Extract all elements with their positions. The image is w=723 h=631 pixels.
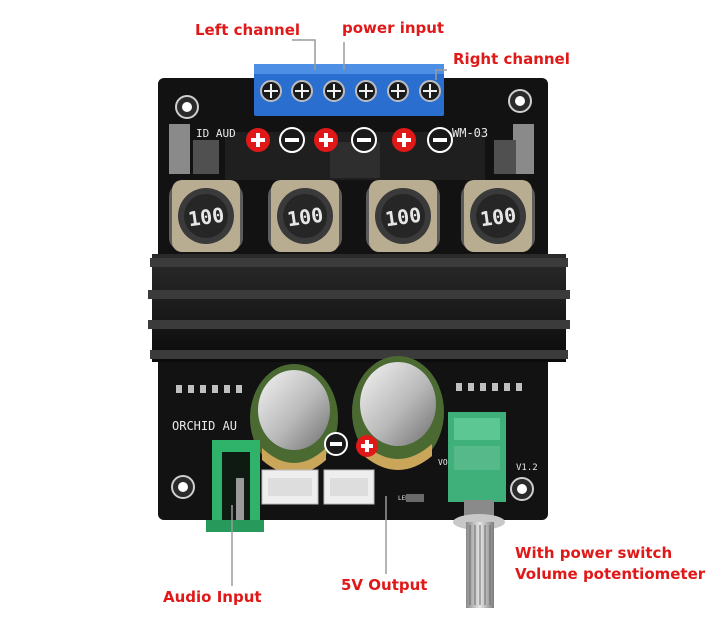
version-text: V1.2 — [516, 463, 538, 473]
inductor-label: 100 — [384, 203, 423, 232]
led-text: LED — [398, 495, 409, 502]
audio-input-label: Audio Input — [163, 588, 262, 606]
mounting-holes — [171, 89, 534, 501]
inductor-label: 100 — [286, 203, 325, 232]
power-input-label: power input — [342, 19, 445, 37]
pot-line1-label: With power switch — [515, 544, 673, 562]
polarity-markers — [246, 127, 453, 153]
leader-lines — [231, 39, 447, 586]
inductors: 100 100 100 100 — [169, 180, 535, 252]
brand-bottom-text: ORCHID AU — [172, 419, 237, 433]
five-v-output-label: 5V Output — [341, 576, 428, 594]
terminal-block — [254, 64, 444, 116]
brand-top-text: ID AUD — [196, 127, 236, 140]
pot-line2-label: Volume potentiometer — [515, 565, 706, 583]
audio-jack — [206, 440, 264, 532]
vol-text: VOL — [438, 458, 453, 467]
white-connectors — [261, 469, 375, 505]
left-channel-label: Left channel — [195, 21, 301, 39]
inductor-label: 100 — [479, 203, 518, 232]
heatsink — [148, 254, 570, 362]
model-text: WM-03 — [452, 126, 488, 140]
volume-potentiometer — [448, 412, 506, 608]
capacitors — [250, 356, 444, 474]
inductor-label: 100 — [187, 203, 226, 232]
right-channel-label: Right channel — [453, 50, 570, 68]
